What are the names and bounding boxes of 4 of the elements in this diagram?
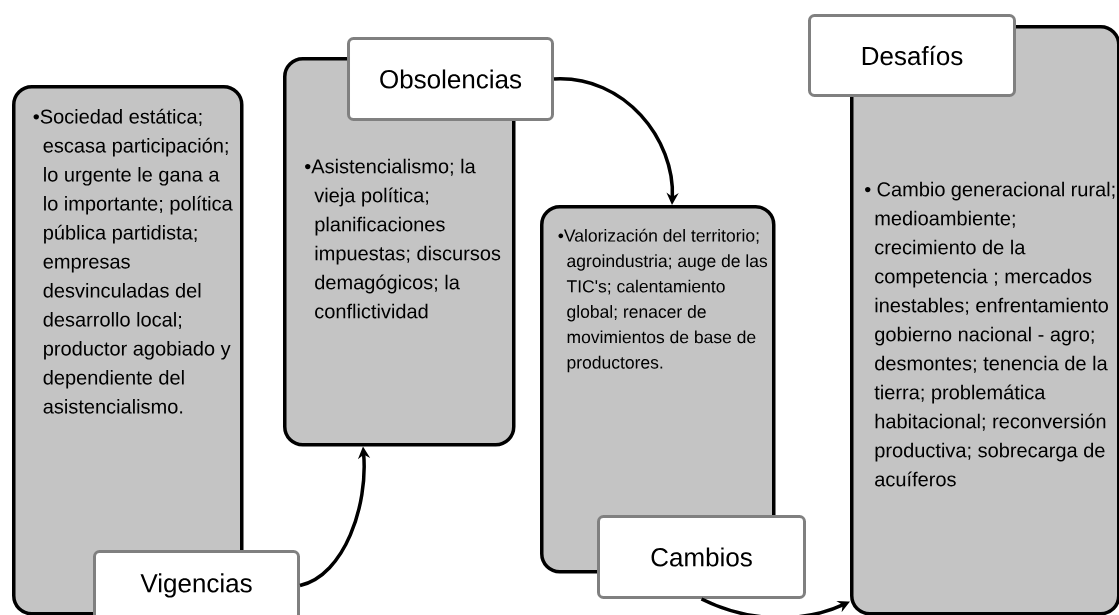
title-box: Obsolencias [347, 37, 554, 121]
title-box: Cambios [597, 515, 806, 599]
title-box: Vigencias [93, 550, 300, 615]
title-box: Desafíos [808, 14, 1016, 97]
